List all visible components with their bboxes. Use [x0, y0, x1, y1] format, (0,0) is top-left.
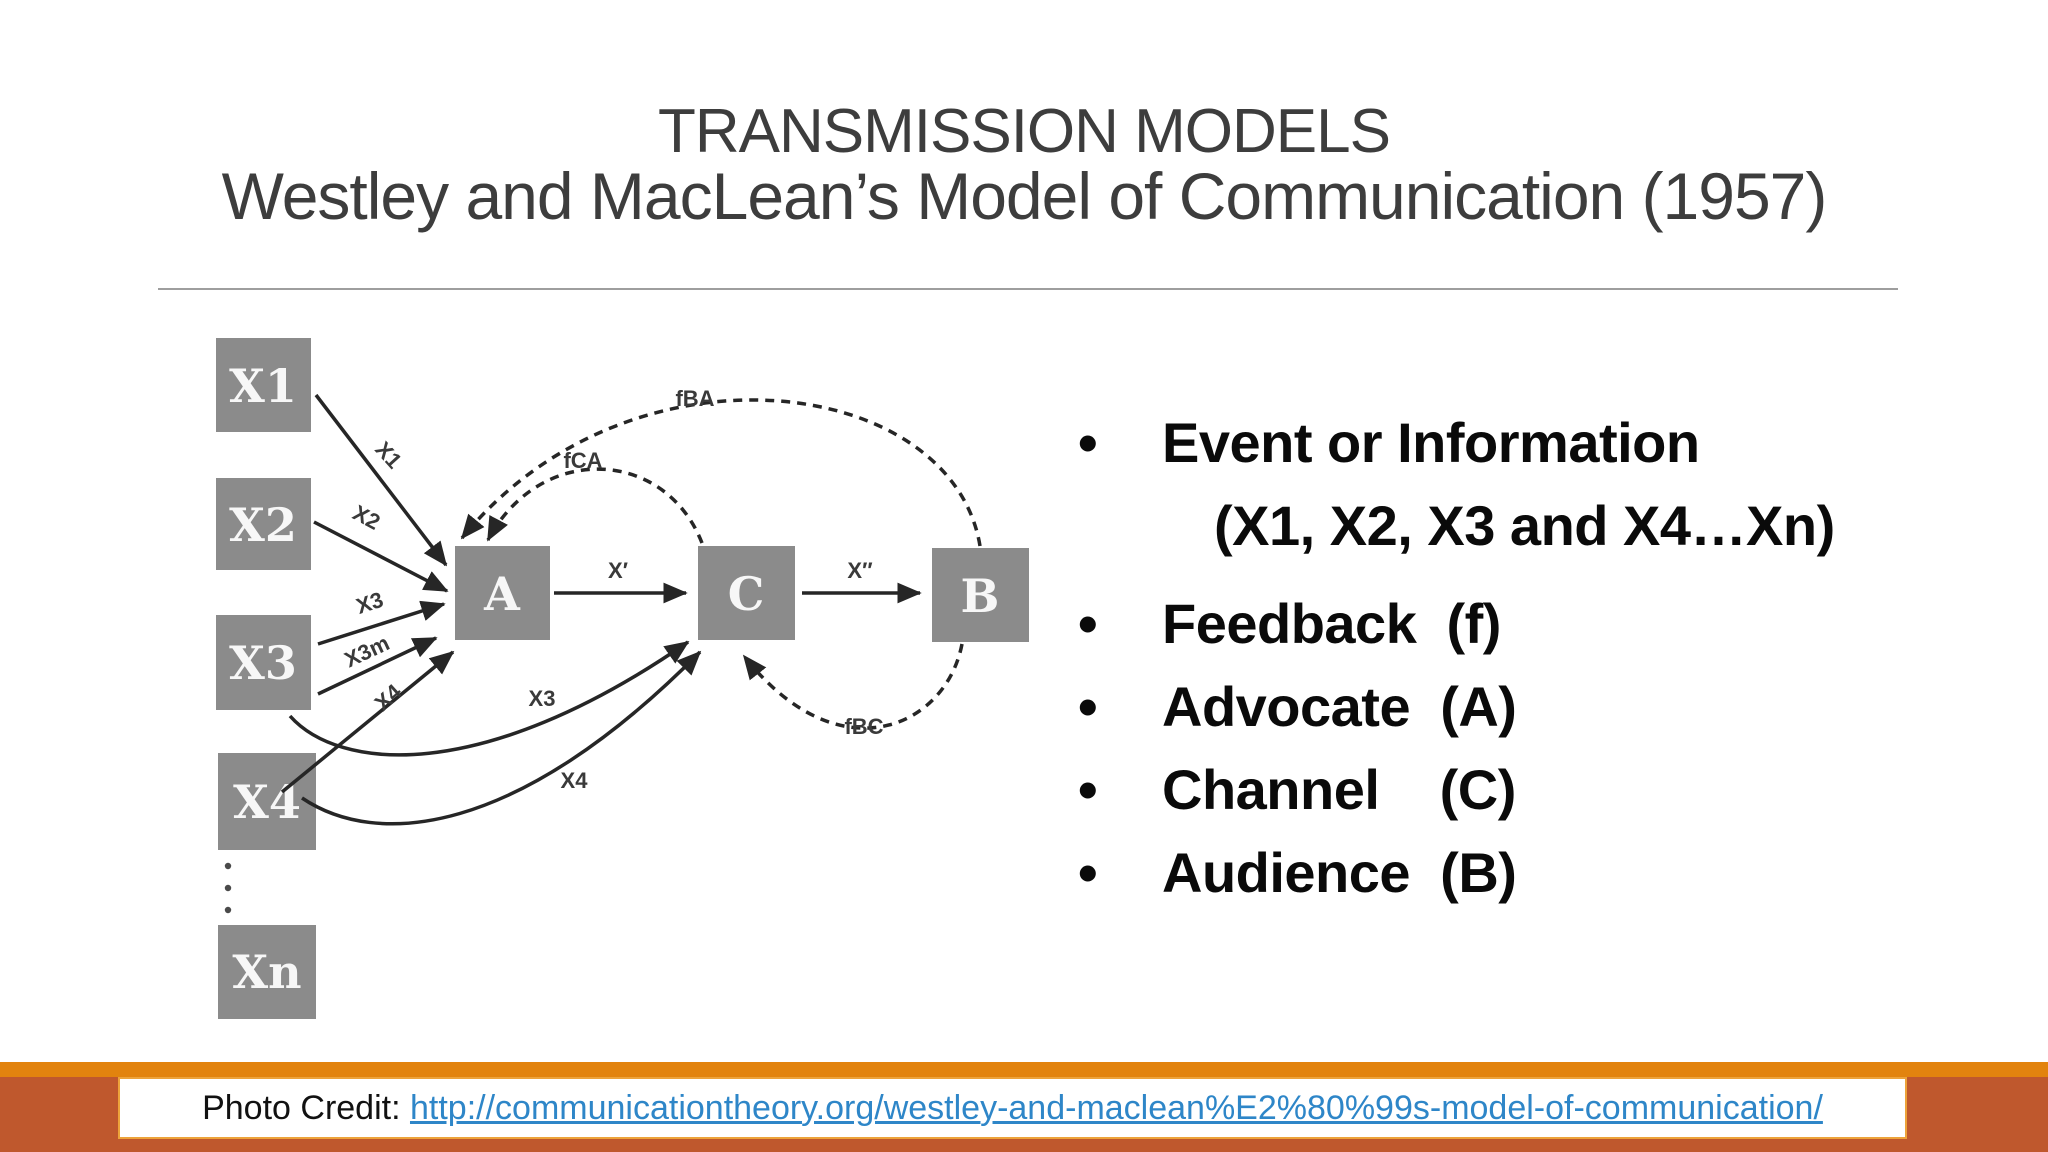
- bullet-text: Channel (C): [1162, 758, 1516, 821]
- arrow-label-x-double-prime: X″: [847, 558, 873, 583]
- arrow-x2-to-a: [313, 520, 449, 593]
- communication-model-diagram: X1 X2 X3 X4 Xn A C: [216, 338, 1029, 1019]
- box-xn-label: Xn: [232, 945, 301, 999]
- dot-icon: [224, 862, 232, 870]
- arrow-label-x4: X4: [370, 679, 407, 716]
- channel-box-c: C: [698, 546, 795, 640]
- footer-accent-strip: [0, 1062, 2048, 1077]
- box-x1: [216, 338, 311, 432]
- arrow-x3-to-a: [317, 600, 446, 646]
- list-item-audience: • Audience (B): [1060, 831, 2000, 914]
- dot-icon: [224, 906, 232, 914]
- bullet-list: • Event or Information (X1, X2, X3 and X…: [1060, 401, 2000, 914]
- bullet-dot-icon: •: [1078, 841, 1098, 904]
- list-item-channel: • Channel (C): [1060, 748, 2000, 831]
- photo-credit-link[interactable]: http://communicationtheory.org/westley-a…: [409, 1088, 1823, 1127]
- curve-x3-to-c: [288, 640, 690, 757]
- dot-icon: [224, 884, 232, 892]
- box-x3-label: X3: [229, 636, 297, 690]
- bullet-dot-icon: •: [1078, 592, 1098, 655]
- feedback-arc-fba: [460, 398, 982, 547]
- arc-label-fca: fCA: [563, 448, 602, 473]
- source-box-x1: X1: [216, 338, 311, 432]
- bullet-dot-icon: •: [1078, 675, 1098, 738]
- bullet-text: Audience (B): [1162, 841, 1517, 904]
- ellipsis-dots: [224, 862, 232, 914]
- arrow-x3m-to-a: [317, 636, 438, 696]
- arrow-label-x2: X2: [349, 500, 385, 535]
- box-x3: [216, 615, 311, 710]
- list-item-event: • Event or Information (X1, X2, X3 and X…: [1060, 401, 2000, 567]
- box-c-label: C: [728, 567, 765, 621]
- bullet-dot-icon: •: [1078, 411, 1098, 474]
- feedback-arc-fbc: [742, 643, 964, 730]
- title-divider: [158, 288, 1898, 290]
- box-a: [455, 546, 550, 640]
- bullet-text: Feedback (f): [1162, 592, 1501, 655]
- source-box-x4: X4: [218, 753, 316, 850]
- box-b: [932, 548, 1029, 642]
- photo-credit-label: Photo Credit:: [202, 1088, 410, 1127]
- page-subtitle: Westley and MacLean’s Model of Communica…: [221, 159, 1828, 233]
- bullet-text: Advocate (A): [1162, 675, 1517, 738]
- bullet-text: Event or Information: [1162, 411, 1700, 474]
- arc-label-fbc: fBC: [844, 714, 883, 739]
- box-x2-label: X2: [229, 498, 297, 552]
- arrow-x4-to-a: [280, 650, 455, 794]
- box-b-label: B: [961, 569, 1000, 623]
- feedback-arc-fca: [486, 467, 704, 544]
- list-item-feedback: • Feedback (f): [1060, 582, 2000, 665]
- arrow-label-x3m: X3m: [340, 630, 393, 672]
- arrow-label-x-prime: X′: [608, 558, 628, 583]
- box-x4: [218, 753, 316, 850]
- audience-box-b: B: [932, 548, 1029, 642]
- arrow-label-x1: X1: [370, 437, 407, 474]
- box-xn: [218, 925, 316, 1019]
- bullet-subtext: (X1, X2, X3 and X4…Xn): [1214, 494, 1835, 557]
- bullet-dot-icon: •: [1078, 758, 1098, 821]
- arc-label-fba: fBA: [675, 386, 714, 411]
- arrow-label-x3: X3: [353, 587, 386, 619]
- source-box-xn: Xn: [218, 925, 316, 1019]
- box-x1-label: X1: [229, 359, 297, 413]
- box-a-label: A: [483, 567, 521, 621]
- curve-x4-to-c: [301, 650, 702, 826]
- box-c: [698, 546, 795, 640]
- advocate-box-a: A: [455, 546, 550, 640]
- curve-label-x4: X4: [561, 768, 589, 793]
- page-title: TRANSMISSION MODELS: [658, 97, 1391, 166]
- list-item-advocate: • Advocate (A): [1060, 665, 2000, 748]
- arrow-x1-to-a: [314, 393, 448, 567]
- photo-credit-box: Photo Credit: http://communicationtheory…: [118, 1077, 1907, 1139]
- source-box-x3: X3: [216, 615, 311, 710]
- box-x2: [216, 478, 311, 570]
- source-box-x2: X2: [216, 478, 311, 570]
- curve-label-x3: X3: [529, 686, 556, 711]
